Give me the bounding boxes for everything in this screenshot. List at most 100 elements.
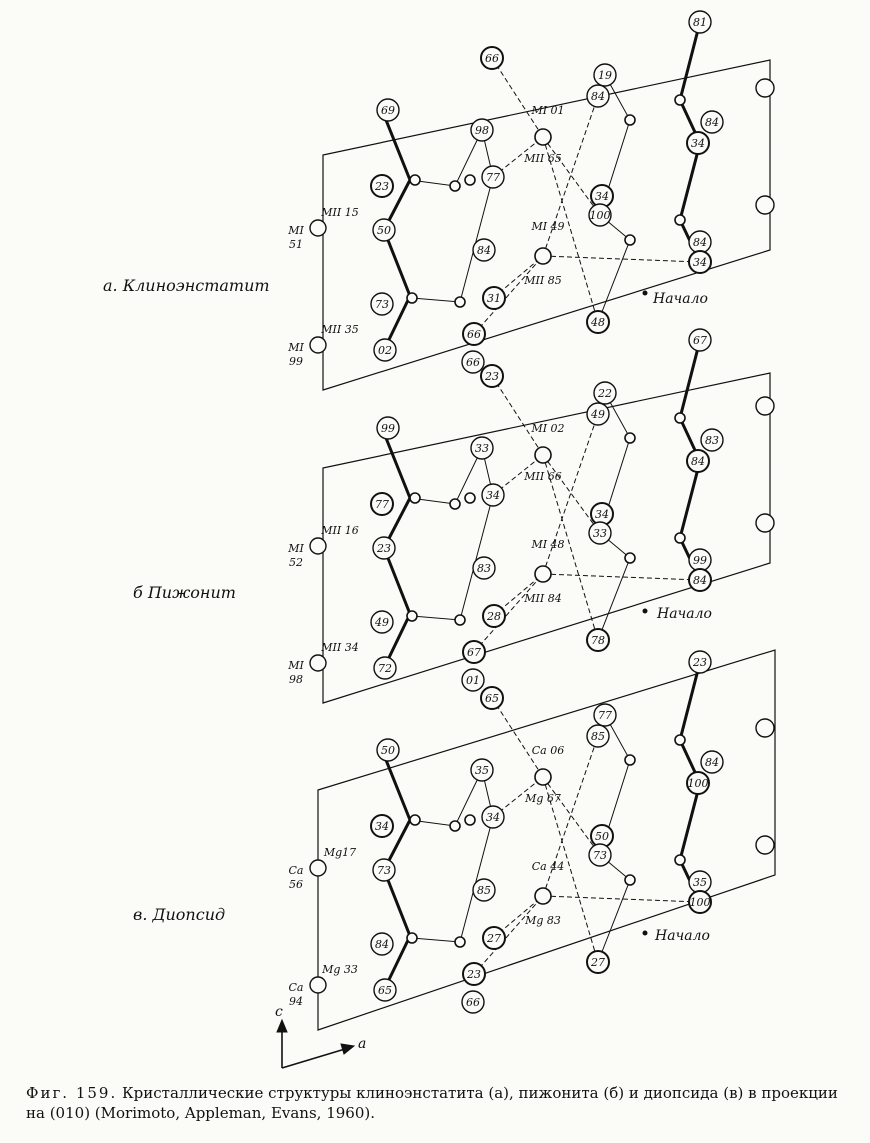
atom-height-label: 34 [595,508,609,521]
atom-height-label: 84 [705,756,719,769]
atom-height-label: 99 [693,554,707,567]
c-axis-arrow [276,1018,288,1033]
oxygen-atom [376,416,400,440]
atom-height-label: 100 [690,896,711,909]
atom-height-label: 67 [693,334,707,347]
oxygen-atom [370,814,394,838]
cation-bond-dashed [491,375,544,456]
silicon-atom [409,492,421,504]
silicon-atom [674,214,686,226]
cation-bond-dashed [542,776,601,856]
silicon-atom [624,754,636,766]
atom-height-label: 67 [467,646,481,659]
edge-cation-label: 56 [289,878,303,891]
atom-height-label: 34 [693,256,707,269]
atom-height-label: 73 [593,849,607,862]
cation-site [534,887,552,905]
atom-height-label: 85 [591,730,605,743]
cation-label-bottom: MII 66 [523,470,561,483]
panel-label-c: в. Диопсид [133,905,226,924]
atom-height-label: 84 [693,574,707,587]
edge-atom [755,718,775,738]
atom-height-label: 84 [705,116,719,129]
axis-label-a: a [358,1036,367,1052]
edge-cation-label: MII 16 [320,524,358,537]
cation-label-bottom: Mg 83 [524,914,561,927]
cation-bond-dashed [542,136,601,216]
silicon-atom [449,820,461,832]
atom-height-label: 84 [477,244,491,257]
cation-bond-dashed [542,136,599,323]
cation-bond-dashed [542,95,599,257]
silicon-atom [674,94,686,106]
oxygen-atom [376,738,400,762]
tetrahedral-link-left [409,128,494,303]
atom-height-label: 99 [381,422,395,435]
axes-indicator [276,1018,356,1069]
oxygen-atom [700,428,724,452]
oxygen-atom [470,436,494,460]
edge-cation-label: MII 15 [320,206,358,219]
atom-height-label: 49 [590,408,605,421]
atom-height-label: 50 [377,224,391,237]
panel-label-a: а. Клиноэнстатит [103,276,270,295]
edge-atom [755,195,775,215]
atom-height-label: 84 [693,236,707,249]
atom-height-label: 84 [375,938,389,951]
atom-height-label: 34 [486,811,500,824]
silicon-atom [449,498,461,510]
silicon-atom [449,180,461,192]
atom-height-label: 33 [475,442,489,455]
atom-height-label: 65 [485,692,499,705]
atom-height-label: 23 [692,656,707,669]
silicon-atom [406,932,418,944]
tetrahedral-link-left [409,446,494,621]
oxygen-atom [470,118,494,142]
oxygen-atom [593,703,617,727]
oxygen-atom [481,805,505,829]
oxygen-atom [480,46,504,70]
atom-height-label: 02 [378,344,392,357]
oxygen-atom [480,686,504,710]
silicon-atom [464,492,476,504]
edge-cation-label: 52 [289,556,303,569]
oxygen-atom [372,536,396,560]
cation-bond-dashed [491,697,544,778]
oxygen-atom [462,640,486,664]
atom-height-label: 77 [486,171,500,184]
unit-cell-outline [317,649,776,1031]
cation-label-top: MI 48 [530,538,564,551]
oxygen-atom [482,286,506,310]
caption-text: Кристаллические структуры клиноэнстатита… [26,1084,838,1122]
atom-height-label: 33 [593,527,607,540]
atom-height-label: 31 [487,292,501,305]
edge-cation-site [309,336,327,354]
atom-height-label: 28 [486,610,501,623]
cation-bond-dashed [542,776,599,963]
oxygen-atom [688,890,712,914]
atom-height-label: 49 [374,616,389,629]
oxygen-atom [370,610,394,634]
oxygen-atom [472,878,496,902]
atom-height-label: 34 [595,190,609,203]
cation-label-top: MI 01 [530,104,564,117]
edge-cation-site [309,859,327,877]
atom-height-label: 22 [597,387,612,400]
oxygen-atom [593,63,617,87]
atom-height-label: 27 [590,956,605,969]
oxygen-atom [462,322,486,346]
oxygen-atom [372,858,396,882]
unit-cell-outline [322,59,771,391]
oxygen-atom [586,84,610,108]
oxygen-atom [373,338,397,362]
atom-height-label: 73 [377,864,391,877]
origin-dot [642,290,648,296]
unit-cell-outline [322,372,771,704]
atom-height-label: 23 [376,542,391,555]
edge-atom [755,396,775,416]
atom-height-label: 77 [375,498,389,511]
atom-height-label: 83 [477,562,491,575]
cation-label-top: MI 02 [530,422,564,435]
